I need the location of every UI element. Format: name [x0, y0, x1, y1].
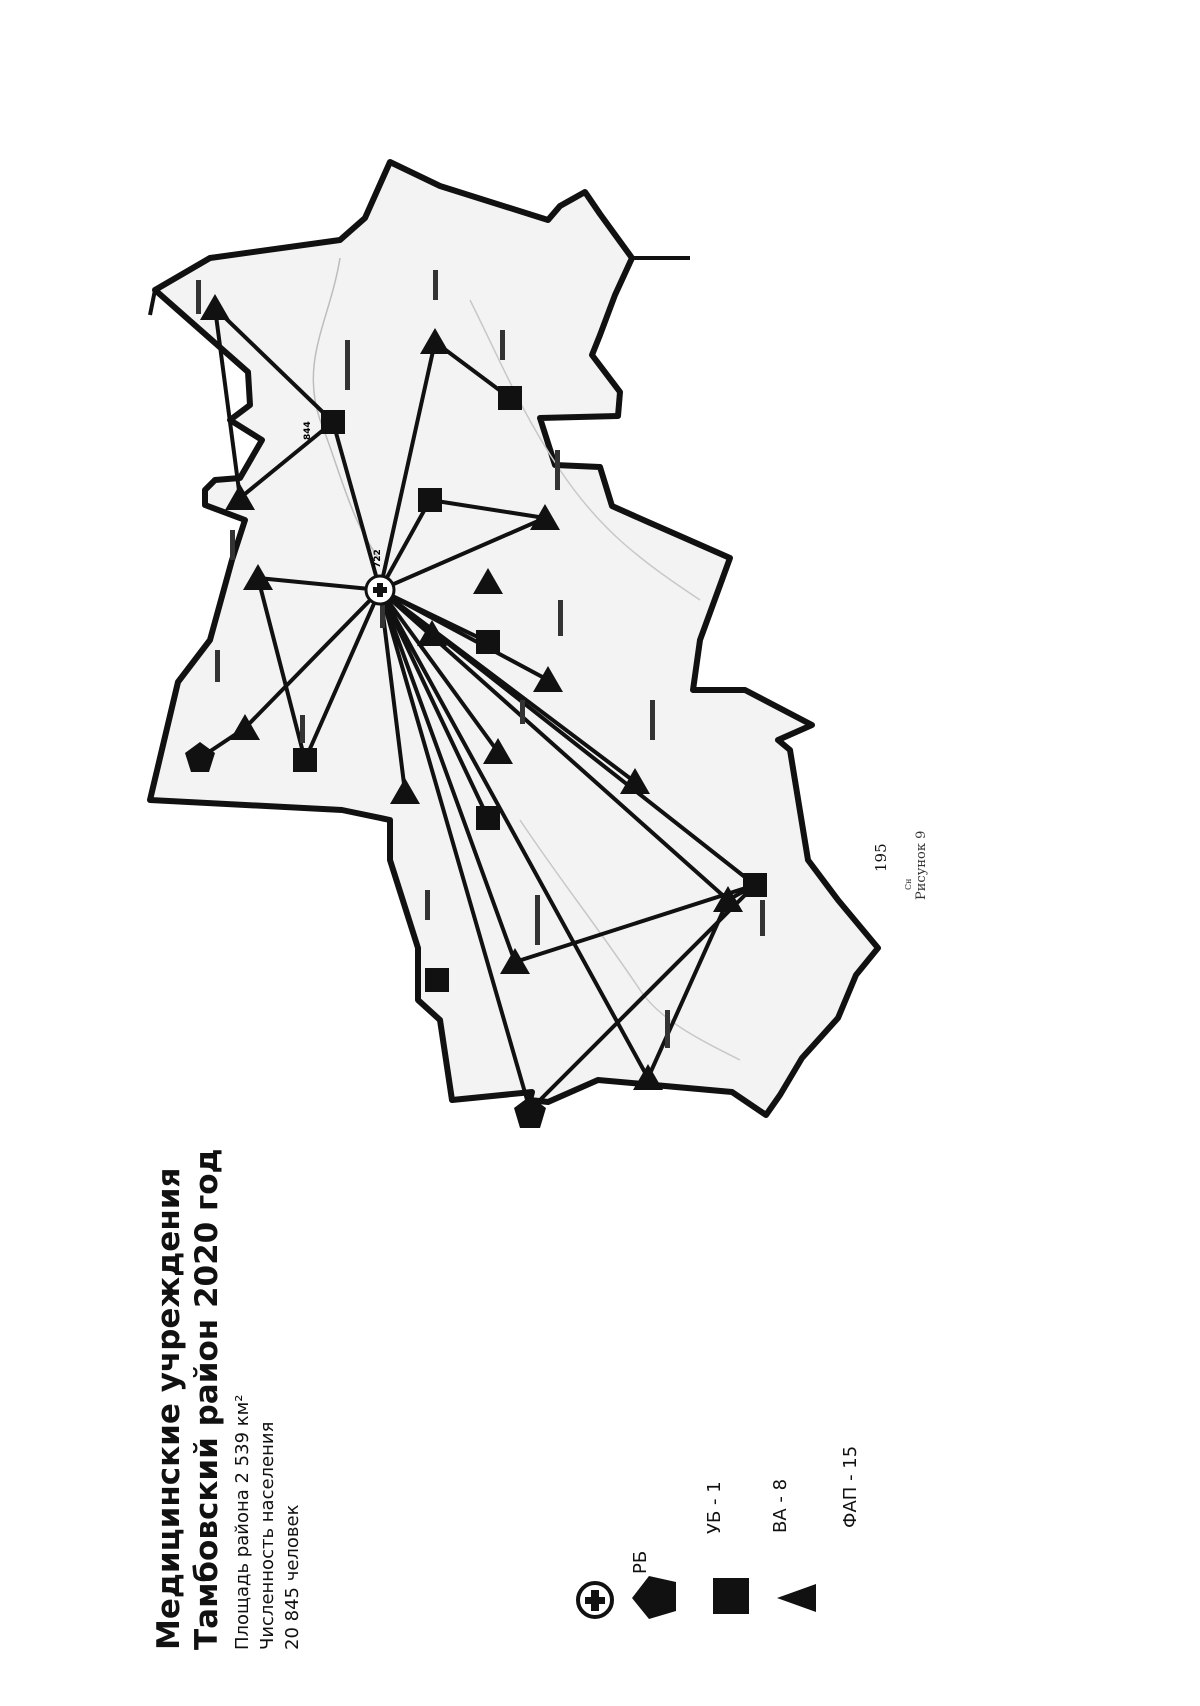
village-label [650, 700, 655, 740]
va-marker [425, 968, 449, 992]
connection-line [243, 588, 382, 730]
triangle-icon [777, 1584, 816, 1612]
fap-marker [390, 778, 420, 804]
fap-marker [200, 294, 230, 320]
fap-marker [530, 504, 560, 530]
connection-line [256, 576, 307, 762]
fap-marker [713, 886, 743, 912]
village-label [558, 600, 563, 636]
fap-marker [417, 620, 447, 646]
village-label [665, 1010, 670, 1048]
fap-marker [243, 564, 273, 590]
connection-line [213, 306, 242, 500]
connection-line [378, 340, 437, 592]
square-icon [713, 1578, 749, 1614]
page-number: 195 [872, 843, 890, 872]
hub-value-label: 844 [303, 421, 313, 440]
figure-caption: Рисунок 9 [914, 830, 929, 900]
connection-line [513, 883, 757, 964]
va-marker [476, 806, 500, 830]
va-marker [498, 386, 522, 410]
connection-line [646, 898, 730, 1080]
fap-marker [633, 1064, 663, 1090]
va-marker [743, 873, 767, 897]
fap-marker [473, 568, 503, 594]
title-block: Медицинские учреждения Тамбовский район … [150, 1148, 305, 1650]
village-label [380, 600, 385, 628]
legend-rb-label: РБ [630, 1550, 651, 1574]
va-markers [293, 386, 767, 992]
title-line-2: Тамбовский район 2020 год [189, 1148, 225, 1650]
district-hospital-marker [364, 574, 396, 606]
caption-mark: Сн [904, 878, 913, 890]
connection-line [238, 420, 335, 500]
va-marker [476, 630, 500, 654]
center-value-label: 722 [373, 549, 383, 568]
village-label [500, 330, 505, 360]
legend-ub-label: УБ - 1 [704, 1481, 725, 1534]
population-value: 20 845 человек [282, 1504, 303, 1651]
title-line-1: Медицинские учреждения [151, 1167, 187, 1650]
fap-markers [200, 294, 743, 1090]
border-segment [148, 289, 157, 316]
pentagon-icon [632, 1576, 676, 1619]
village-label [300, 715, 305, 743]
ub-marker [185, 742, 215, 772]
village-label [520, 700, 525, 724]
legend-fap-label: ФАП - 15 [840, 1445, 861, 1528]
village-label [345, 340, 350, 390]
village-label [196, 280, 201, 314]
district-boundary [147, 159, 881, 1118]
va-marker [418, 488, 442, 512]
connection-line [428, 498, 547, 520]
connection-line [378, 498, 432, 592]
population-label: Численность населения [257, 1421, 278, 1650]
fap-marker [225, 484, 255, 510]
connection-line [378, 516, 547, 592]
fap-marker [620, 768, 650, 794]
village-labels [196, 270, 765, 1048]
river-line [519, 819, 741, 1061]
border-segment [598, 212, 690, 260]
village-label [215, 650, 220, 682]
village-label [425, 890, 430, 920]
fap-marker [533, 666, 563, 692]
va-marker [293, 748, 317, 772]
legend-icons [576, 1576, 816, 1619]
connection-line [303, 588, 382, 762]
connections [198, 306, 757, 1112]
connection-line [378, 588, 532, 1112]
legend-va-label: ВА - 8 [770, 1478, 791, 1533]
village-label [433, 270, 438, 300]
village-label [535, 895, 540, 945]
fap-marker [420, 328, 450, 354]
river-line [312, 257, 381, 561]
connection-line [378, 588, 650, 1080]
village-label [555, 450, 560, 490]
connection-line [378, 588, 490, 820]
village-label [230, 530, 235, 560]
village-label [760, 900, 765, 936]
area-text: Площадь района 2 539 км² [232, 1394, 253, 1650]
fap-marker [230, 714, 260, 740]
ub-marker [514, 1096, 546, 1128]
va-marker [321, 410, 345, 434]
connection-line [213, 306, 335, 424]
connection-line [378, 588, 550, 682]
connection-line [378, 588, 517, 964]
connection-line [378, 588, 500, 754]
fap-marker [500, 948, 530, 974]
fap-marker [483, 738, 513, 764]
connection-line [331, 420, 382, 592]
connection-line [256, 576, 382, 592]
